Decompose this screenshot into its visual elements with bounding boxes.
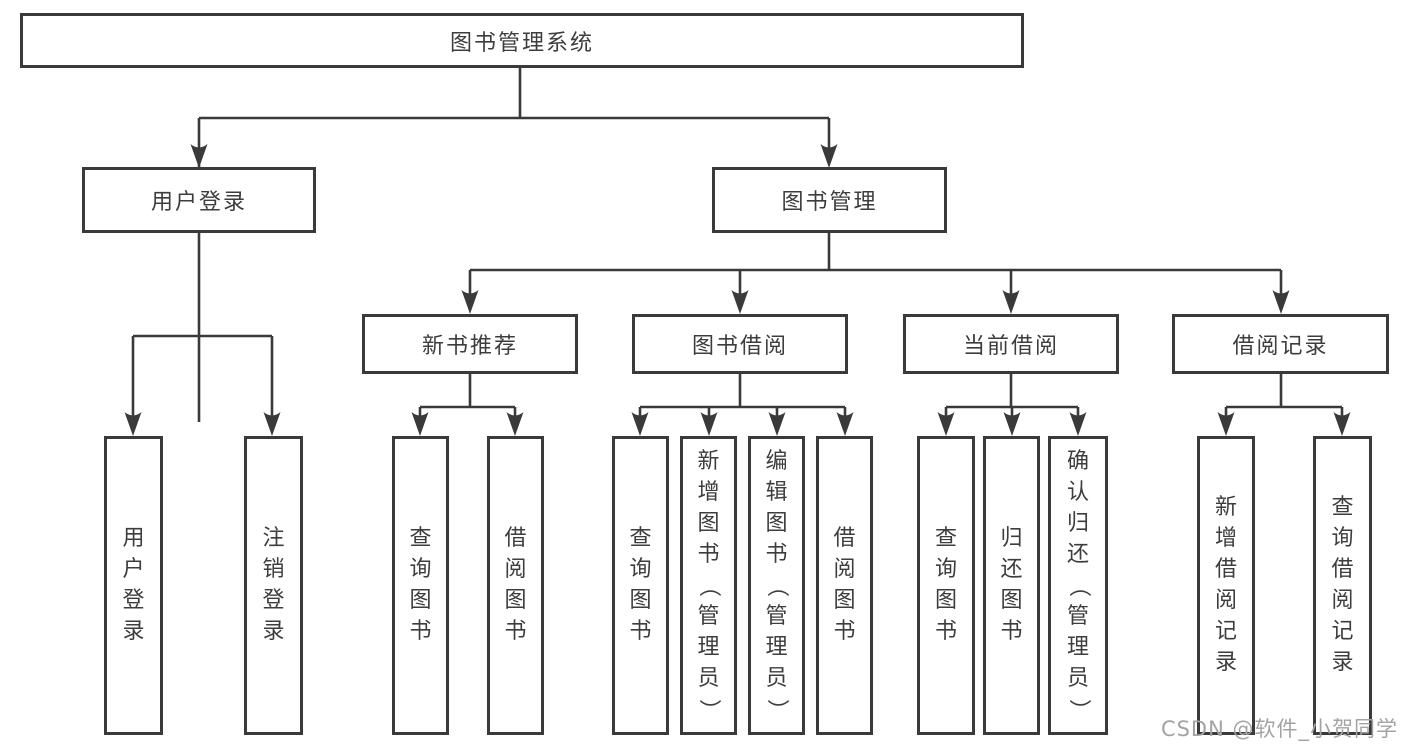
watermark: CSDN @软件_小贺同学 <box>1160 717 1398 741</box>
node-leaf-add-book-label: 新增图书（管理员） <box>696 448 722 721</box>
node-user-login-group-label: 用户登录 <box>150 190 247 215</box>
node-leaf-logout: 注销登录 <box>244 436 303 735</box>
node-leaf-query-book-3: 查询图书 <box>917 436 975 735</box>
node-root: 图书管理系统 <box>20 13 1024 68</box>
node-book-borrow: 图书借阅 <box>632 314 848 374</box>
node-leaf-edit-book: 编辑图书（管理员） <box>748 436 805 735</box>
node-leaf-add-book: 新增图书（管理员） <box>680 436 737 735</box>
node-leaf-add-borrow-record: 新增借阅记录 <box>1197 436 1255 735</box>
node-leaf-confirm-return-label: 确认归还（管理员） <box>1065 448 1091 721</box>
node-book-borrow-label: 图书借阅 <box>691 334 788 359</box>
node-leaf-query-book-1: 查询图书 <box>392 436 449 735</box>
node-leaf-borrow-book-2-label: 借阅图书 <box>833 526 856 644</box>
node-current-borrow-label: 当前借阅 <box>962 334 1059 359</box>
node-root-label: 图书管理系统 <box>449 30 594 56</box>
node-borrow-records: 借阅记录 <box>1172 314 1389 374</box>
node-leaf-query-borrow-record-label: 查询借阅记录 <box>1331 495 1354 675</box>
node-leaf-user-login-label: 用户登录 <box>122 526 145 644</box>
node-leaf-query-book-2-label: 查询图书 <box>629 526 652 644</box>
node-leaf-query-borrow-record: 查询借阅记录 <box>1313 436 1372 735</box>
node-leaf-query-book-2: 查询图书 <box>612 436 669 735</box>
node-book-mgmt-group: 图书管理 <box>712 167 947 233</box>
node-leaf-user-login: 用户登录 <box>104 436 163 735</box>
node-current-borrow: 当前借阅 <box>903 314 1119 374</box>
node-leaf-query-book-3-label: 查询图书 <box>934 526 957 644</box>
node-new-book-rec-label: 新书推荐 <box>421 334 518 359</box>
node-leaf-borrow-book-1: 借阅图书 <box>487 436 544 735</box>
node-leaf-borrow-book-2: 借阅图书 <box>816 436 873 735</box>
node-book-mgmt-group-label: 图书管理 <box>781 190 878 215</box>
node-new-book-rec: 新书推荐 <box>362 314 578 374</box>
node-user-login-group: 用户登录 <box>82 167 316 233</box>
node-borrow-records-label: 借阅记录 <box>1232 334 1329 359</box>
node-leaf-confirm-return: 确认归还（管理员） <box>1048 436 1108 735</box>
node-leaf-return-book-label: 归还图书 <box>1000 526 1023 644</box>
node-leaf-logout-label: 注销登录 <box>262 526 285 644</box>
node-leaf-add-borrow-record-label: 新增借阅记录 <box>1214 495 1237 675</box>
node-leaf-return-book: 归还图书 <box>983 436 1040 735</box>
node-leaf-edit-book-label: 编辑图书（管理员） <box>764 448 790 721</box>
node-leaf-query-book-1-label: 查询图书 <box>409 526 432 644</box>
node-leaf-borrow-book-1-label: 借阅图书 <box>504 526 527 644</box>
